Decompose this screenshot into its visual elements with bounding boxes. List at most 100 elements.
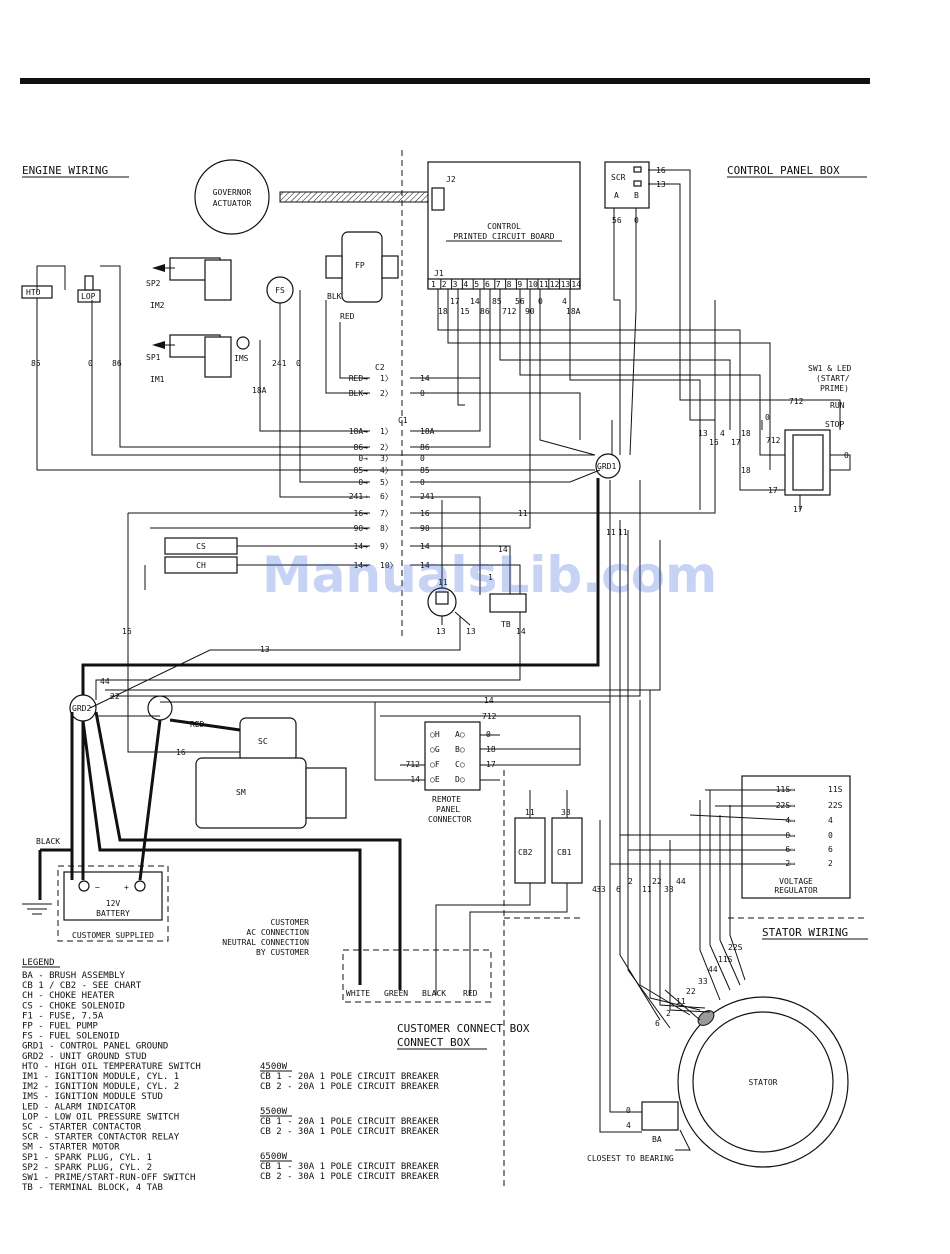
svg-text:VOLTAGE: VOLTAGE xyxy=(779,877,813,886)
svg-text:18A: 18A xyxy=(252,386,267,395)
svg-text:SP2: SP2 xyxy=(146,279,161,288)
j1-pin: 9 xyxy=(517,280,522,289)
svg-text:86: 86 xyxy=(112,359,122,368)
svg-text:0: 0 xyxy=(765,413,770,422)
svg-text:44: 44 xyxy=(708,965,718,974)
svg-text:13: 13 xyxy=(436,627,446,636)
vr-pin-right: 6 xyxy=(828,845,833,854)
svg-text:CONTROL: CONTROL xyxy=(487,222,521,231)
remote-panel-connector: REMOTE PANEL CONNECTOR xyxy=(424,721,481,824)
lop-switch: LOP xyxy=(77,275,101,303)
cb1-breaker: CB1 33 xyxy=(551,808,583,884)
svg-text:22S: 22S xyxy=(728,943,743,952)
vr-pin-right: 22S xyxy=(828,801,843,810)
svg-text:RED: RED xyxy=(340,312,355,321)
svg-text:11: 11 xyxy=(618,528,628,537)
watermark: ManualsLib.com xyxy=(262,546,717,604)
vr-pin-right: 4 xyxy=(828,816,833,825)
c1-pin: 8〉 xyxy=(380,524,393,533)
svg-text:PANEL: PANEL xyxy=(436,805,460,814)
j1-pin: 14 xyxy=(571,280,581,289)
svg-text:GRD1: GRD1 xyxy=(597,462,616,471)
j1-pin: 5 xyxy=(474,280,479,289)
svg-text:6: 6 xyxy=(655,1019,660,1028)
svg-text:CONNECTOR: CONNECTOR xyxy=(428,815,472,824)
svg-text:33: 33 xyxy=(596,885,606,894)
c1-label: C1 xyxy=(398,416,408,425)
svg-text:SP1: SP1 xyxy=(146,353,161,362)
svg-text:56: 56 xyxy=(612,216,622,225)
legend-item: GRD2 - UNIT GROUND STUD xyxy=(22,1052,147,1062)
c1-right-label: 0 xyxy=(420,454,425,463)
svg-text:BLACK: BLACK xyxy=(36,837,60,846)
choke-solenoid: CS xyxy=(164,537,238,555)
chart-model: 6500W xyxy=(260,1152,288,1162)
customer-connect-box-title: CUSTOMER CONNECT BOX xyxy=(397,1022,530,1035)
svg-text:17: 17 xyxy=(768,486,778,495)
svg-text:14: 14 xyxy=(470,297,480,306)
j1-pin: 6 xyxy=(485,280,490,289)
legend-item: FS - FUEL SOLENOID xyxy=(22,1032,120,1042)
chart-model: 5500W xyxy=(260,1107,288,1117)
sw1-switch: SW1 & LED (START/ PRIME) RUN STOP xyxy=(784,364,852,496)
c2-pin: 2〉 xyxy=(380,389,393,398)
legend-item: FP - FUEL PUMP xyxy=(22,1022,98,1032)
chart-line: CB 2 - 30A 1 POLE CIRCUIT BREAKER xyxy=(260,1127,439,1137)
j1-pin: 1 xyxy=(431,280,436,289)
c1-pin: 10〉 xyxy=(380,561,398,570)
governor-actuator: GOVERNOR ACTUATOR xyxy=(194,159,431,235)
svg-text:CLOSEST TO BEARING: CLOSEST TO BEARING xyxy=(587,1154,674,1163)
svg-text:18: 18 xyxy=(741,466,751,475)
c1-pin: 2〉 xyxy=(380,443,393,452)
svg-text:712: 712 xyxy=(766,436,781,445)
svg-text:B: B xyxy=(634,191,639,200)
j1-pin: 3 xyxy=(453,280,458,289)
svg-text:13: 13 xyxy=(260,645,270,654)
control-panel-box-title: CONTROL PANEL BOX xyxy=(727,164,840,177)
legend-item: SP1 - SPARK PLUG, CYL. 1 xyxy=(22,1153,152,1163)
choke-heater: CH xyxy=(164,556,238,574)
svg-text:0: 0 xyxy=(296,359,301,368)
svg-text:13: 13 xyxy=(698,429,708,438)
svg-text:33: 33 xyxy=(664,885,674,894)
svg-text:2: 2 xyxy=(666,1009,671,1018)
j1-pin: 11 xyxy=(539,280,549,289)
svg-text:BA: BA xyxy=(652,1135,662,1144)
legend-item: LOP - LOW OIL PRESSURE SWITCH xyxy=(22,1112,179,1122)
voltage-regulator: VOLTAGE REGULATOR xyxy=(741,775,851,899)
svg-text:SM: SM xyxy=(236,788,246,797)
grd2-ground: GRD2 xyxy=(69,694,97,722)
vr-pin-right: 11S xyxy=(828,785,843,794)
j1-bottom-wire-labels: 18 15 86 712 90 18A xyxy=(438,307,581,316)
svg-text:17: 17 xyxy=(450,297,460,306)
svg-text:GREEN: GREEN xyxy=(384,989,408,998)
cb2-breaker: CB2 11 xyxy=(514,808,546,884)
legend-item: SM - STARTER MOTOR xyxy=(22,1143,120,1153)
svg-text:4: 4 xyxy=(592,885,597,894)
svg-text:J1: J1 xyxy=(434,269,444,278)
wires-heavy xyxy=(38,478,600,990)
svg-text:86: 86 xyxy=(480,307,490,316)
svg-text:44: 44 xyxy=(100,677,110,686)
svg-text:11S: 11S xyxy=(718,955,733,964)
svg-text:1: 1 xyxy=(488,573,493,582)
svg-text:13: 13 xyxy=(466,627,476,636)
svg-text:IM1: IM1 xyxy=(150,375,165,384)
legend-item: BA - BRUSH ASSEMBLY xyxy=(22,971,126,981)
svg-text:18: 18 xyxy=(741,429,751,438)
svg-text:−: − xyxy=(95,883,100,892)
vr-pin-left: 0▭ xyxy=(785,831,795,840)
svg-text:RUN: RUN xyxy=(830,401,845,410)
svg-text:14: 14 xyxy=(484,696,494,705)
wires-thin xyxy=(36,169,851,1151)
svg-text:REMOTE: REMOTE xyxy=(432,795,461,804)
svg-text:LOP: LOP xyxy=(81,292,96,301)
svg-text:16: 16 xyxy=(709,438,719,447)
svg-text:CH: CH xyxy=(196,561,206,570)
svg-text:0: 0 xyxy=(844,451,849,460)
brush-assembly: BA CLOSEST TO BEARING 0 4 xyxy=(587,1101,679,1163)
svg-text:17: 17 xyxy=(793,505,803,514)
svg-text:85: 85 xyxy=(31,359,41,368)
svg-text:+: + xyxy=(124,883,129,892)
